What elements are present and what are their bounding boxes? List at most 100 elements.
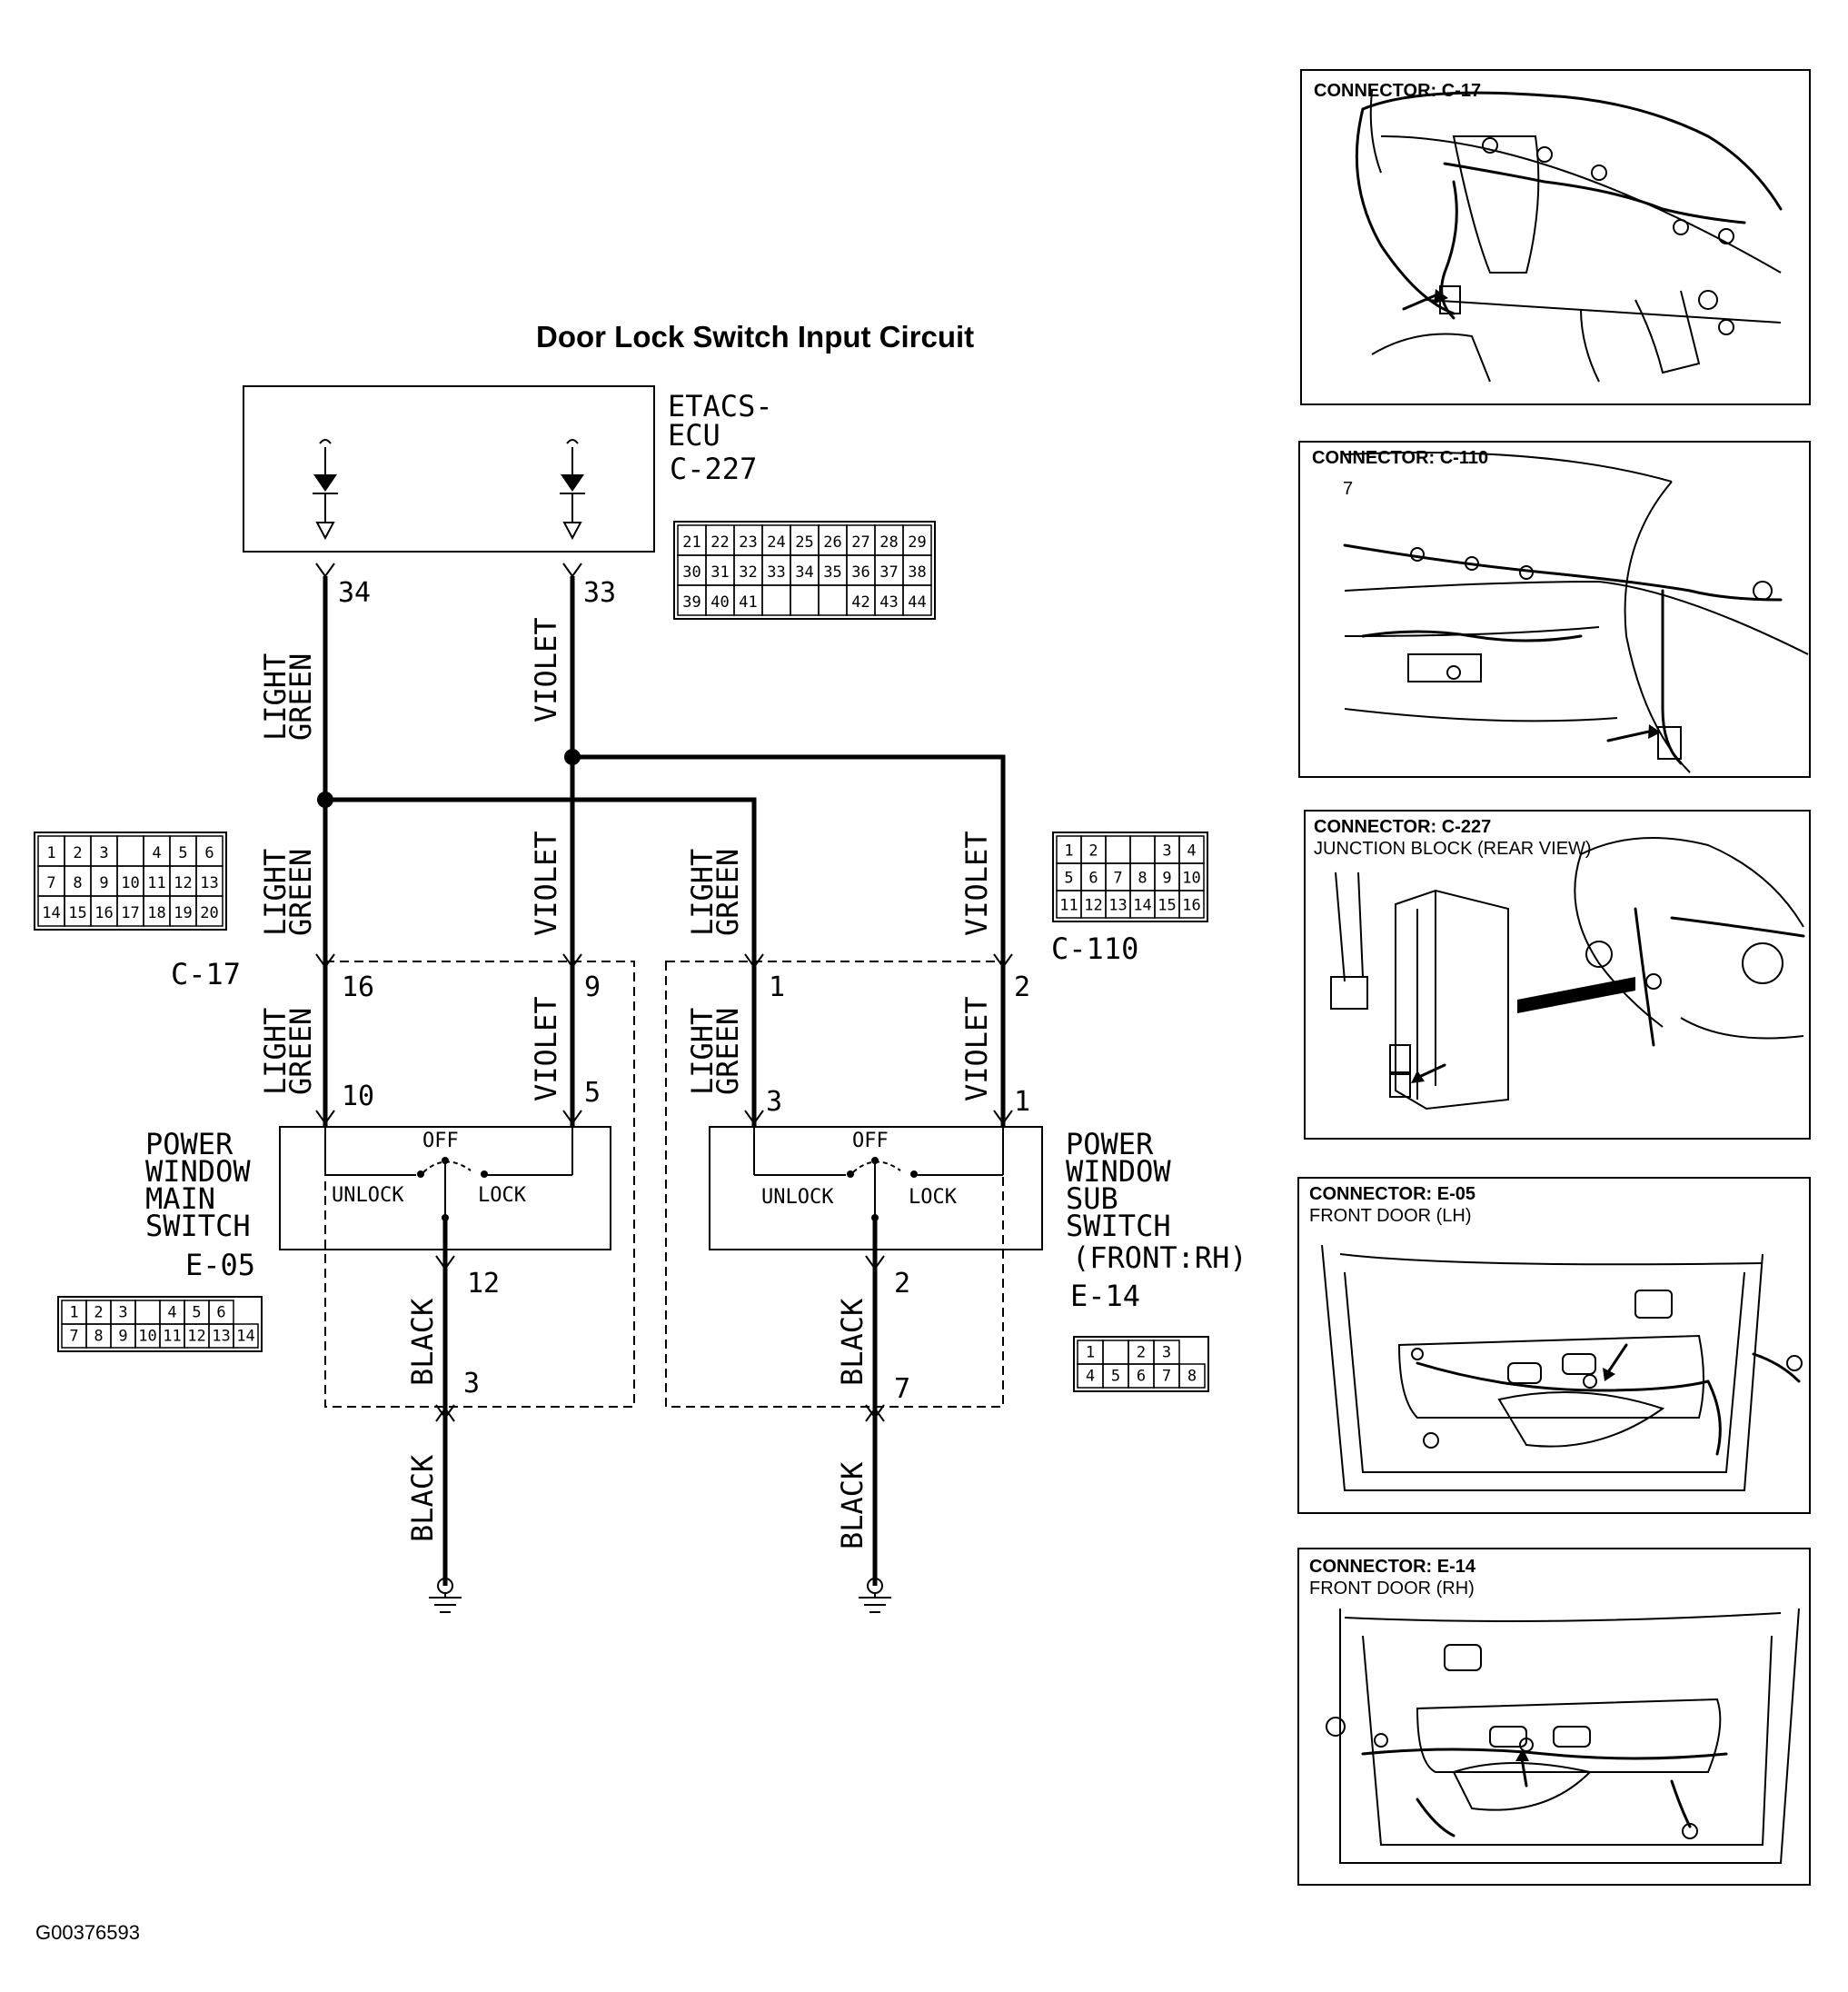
connector-pin-number: 33 (767, 563, 785, 582)
connector-pin-number: 35 (823, 563, 841, 582)
power-window-main-switch: OFF UNLOCK LOCK POWER WINDOW MAIN SWITCH… (145, 1126, 611, 1282)
connector-pin-number: 15 (68, 904, 86, 922)
connector-pin-number: 2 (73, 844, 82, 862)
wires (315, 563, 1006, 1586)
connector-pin-number: 11 (147, 874, 165, 892)
pin-33: 33 (583, 577, 616, 609)
connector-pin-number: 5 (178, 844, 187, 862)
pin-9: 9 (584, 971, 601, 1003)
c110-harness-outline (665, 961, 1004, 1408)
connector-pin-number: 39 (682, 593, 700, 612)
connector-pin-number: 10 (138, 1328, 156, 1346)
figure-id: G00376593 (35, 1921, 140, 1944)
connector-pin-number: 12 (187, 1328, 205, 1346)
wire-label-green: GREEN (283, 849, 318, 936)
sub-switch-lock: LOCK (909, 1186, 958, 1209)
connector-location-panel: CONNECTOR: C-110 7 (1298, 441, 1811, 778)
c110-label: C-110 (1051, 931, 1138, 966)
connector-pin-number: 5 (192, 1304, 201, 1322)
connector-pin-number: 14 (236, 1328, 254, 1346)
splice-dot (317, 792, 333, 808)
connector-pin-number: 30 (682, 563, 700, 582)
connector-pin-number: 12 (1084, 897, 1102, 915)
connector-face-outline (1073, 1336, 1209, 1392)
wire-label-violet: VIOLET (959, 996, 994, 1101)
wire-label-green: GREEN (283, 653, 318, 741)
connector-cavity (195, 895, 224, 927)
connector-pin-number: 8 (1138, 870, 1147, 888)
wire-label-green: GREEN (710, 1008, 745, 1095)
sub-switch-label-5: (FRONT:RH) (1072, 1240, 1247, 1275)
connector-pin-number: 1 (46, 844, 55, 862)
connector-pin-number: 36 (851, 563, 869, 582)
connector-cavity (1178, 890, 1205, 919)
diagram-title: Door Lock Switch Input Circuit (536, 320, 974, 354)
connector-cavity (1178, 1363, 1206, 1389)
wire-label-violet: VIOLET (529, 996, 563, 1101)
connector-pin-number: 21 (682, 533, 700, 552)
pin-34: 34 (338, 577, 371, 609)
pin-5: 5 (584, 1077, 601, 1109)
connector-face-outline (57, 1296, 263, 1352)
connector-pin-number: 16 (1182, 897, 1200, 915)
ground-icon (859, 1578, 891, 1613)
junction-block-illustration (1330, 837, 1805, 1111)
connector-cavity (233, 1323, 259, 1349)
connector-pin-number: 2 (1137, 1344, 1146, 1362)
connector-cavity (818, 584, 848, 616)
connector-cavity (761, 584, 791, 616)
wire-label-violet: VIOLET (529, 617, 563, 722)
light-green-branch-wire (325, 797, 757, 1127)
panel-subtitle: FRONT DOOR (LH) (1309, 1206, 1472, 1226)
sub-switch-off: OFF (852, 1130, 889, 1152)
wire-label-violet: VIOLET (959, 831, 994, 936)
connector-pin-number: 3 (1162, 842, 1171, 861)
connector-pin-number: 41 (739, 593, 757, 612)
connector-pin-number: 4 (167, 1304, 176, 1322)
main-switch-label-2: WINDOW (145, 1154, 251, 1189)
wire-label-violet: VIOLET (529, 831, 563, 936)
connector-pin-number: 7 (1113, 870, 1122, 888)
connector-pin-number: 13 (212, 1328, 230, 1346)
pin-16: 16 (342, 971, 374, 1003)
connector-pin-number: 9 (99, 874, 108, 892)
wire-label-black: BLACK (835, 1461, 869, 1549)
connector-pin-number: 34 (795, 563, 813, 582)
wire-label-light: LIGHT (258, 653, 293, 741)
pin-7: 7 (894, 1373, 910, 1405)
c17-label: C-17 (171, 957, 241, 991)
connector-pin-number: 31 (710, 563, 729, 582)
instrument-panel-illustration (1343, 452, 1809, 773)
connector-pin-number: 3 (1162, 1344, 1171, 1362)
main-switch-connector: E-05 (185, 1248, 255, 1282)
front-door-rh-illustration (1326, 1608, 1800, 1864)
pin-2: 2 (1014, 971, 1030, 1003)
connector-pin-number: 17 (121, 904, 139, 922)
connector-pin-number: 15 (1157, 897, 1176, 915)
connector-pin-number: 29 (908, 533, 926, 552)
connector-pin-number: 3 (99, 844, 108, 862)
connector-pin-number: 20 (200, 904, 218, 922)
wire-color-labels: LIGHT GREEN VIOLET LIGHT GREEN VIOLET LI… (258, 617, 994, 1549)
connector-pin-number: 10 (1182, 870, 1200, 888)
sub-switch-unlock: UNLOCK (761, 1186, 834, 1209)
connector-pin-number: 9 (118, 1328, 127, 1346)
connector-pin-number: 10 (121, 874, 139, 892)
connector-pin-number: 38 (908, 563, 926, 582)
connector-pin-number: 4 (152, 844, 161, 862)
connector-pin-number: 1 (1086, 1344, 1095, 1362)
connector-pin-number: 42 (851, 593, 869, 612)
connector-pin-number: 14 (1133, 897, 1151, 915)
connector-pin-number: 7 (1162, 1368, 1171, 1386)
power-window-sub-switch: OFF UNLOCK LOCK POWER WINDOW SUB SWITCH … (709, 1126, 1247, 1313)
sub-switch-label-1: POWER (1066, 1127, 1154, 1161)
connector-pin-number: 22 (710, 533, 729, 552)
connector-pin-number: 8 (73, 874, 82, 892)
connector-pin-number: 25 (795, 533, 813, 552)
main-switch-unlock: UNLOCK (332, 1184, 404, 1207)
sub-switch-label-2: WINDOW (1066, 1154, 1171, 1189)
main-switch-label-1: POWER (145, 1127, 233, 1161)
wire-label-light: LIGHT (685, 1008, 720, 1095)
pin-3: 3 (766, 1086, 782, 1118)
sub-switch-label-4: SWITCH (1066, 1209, 1171, 1243)
